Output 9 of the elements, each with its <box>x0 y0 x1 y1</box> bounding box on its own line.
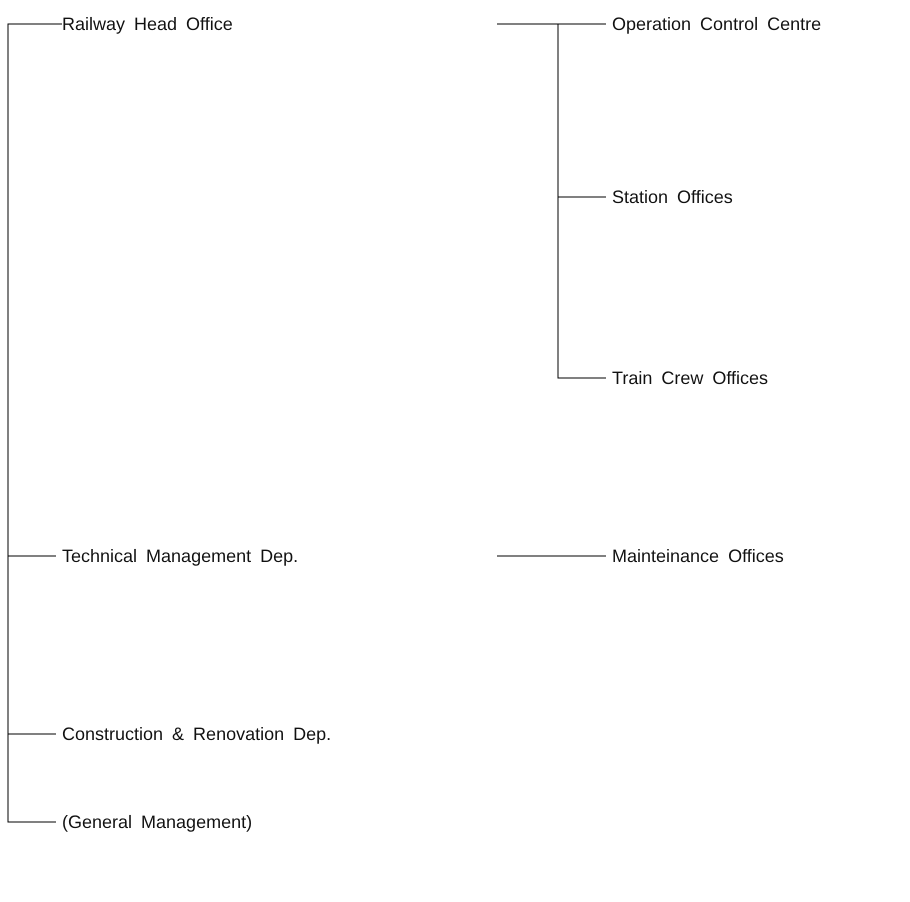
unit-label: Technical Management Dep. <box>62 542 298 570</box>
unit-label: Station Offices <box>612 183 733 211</box>
unit-label: Railway Head Office <box>62 10 233 38</box>
connector-line <box>496 24 606 378</box>
unit-label: Mainteinance Offices <box>612 542 784 570</box>
unit-label: (General Management) <box>62 808 252 836</box>
unit-label: Operation Control Centre <box>612 10 822 38</box>
unit-label: Train Crew Offices <box>612 364 768 392</box>
unit-label: Construction & Renovation Dep. <box>62 720 332 748</box>
